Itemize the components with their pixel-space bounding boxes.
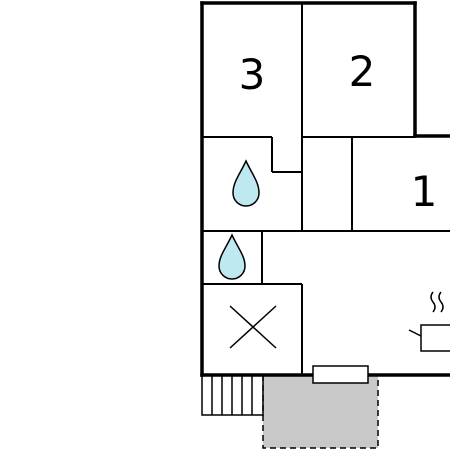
room-number-3: 3 bbox=[239, 50, 266, 99]
terrace bbox=[262, 374, 379, 449]
entrance-steps bbox=[201, 374, 264, 416]
window bbox=[312, 365, 369, 384]
cross-icon bbox=[229, 305, 277, 349]
interior-walls bbox=[202, 3, 450, 375]
cooking-pot-icon bbox=[408, 291, 450, 352]
room-number-1: 1 bbox=[411, 167, 438, 216]
water-drop-icon bbox=[218, 233, 246, 280]
water-drop-icon bbox=[232, 159, 260, 207]
room-number-2: 2 bbox=[349, 47, 376, 96]
